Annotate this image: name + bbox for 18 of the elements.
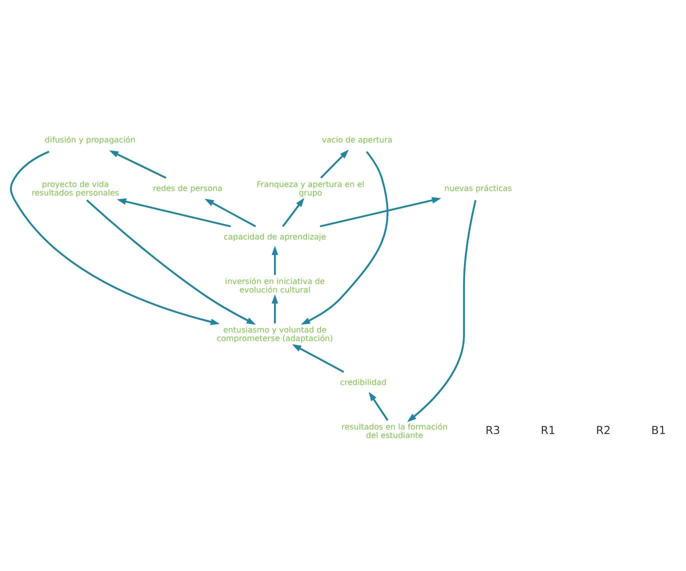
arrow	[407, 199, 476, 422]
label: B1	[651, 424, 666, 437]
arrow	[272, 294, 278, 323]
arrow	[204, 198, 256, 227]
label: R3	[485, 424, 500, 437]
arrow	[368, 391, 388, 420]
arrow	[116, 198, 231, 227]
label: R2	[596, 424, 611, 437]
label: R1	[540, 424, 556, 437]
arrow	[10, 150, 220, 325]
arrow	[320, 149, 349, 178]
arrow	[272, 245, 278, 274]
arrow	[86, 198, 256, 324]
arrow	[109, 150, 166, 178]
arrow	[292, 344, 344, 372]
arrow	[320, 196, 442, 227]
arrow	[300, 150, 388, 324]
arrow	[282, 197, 304, 226]
